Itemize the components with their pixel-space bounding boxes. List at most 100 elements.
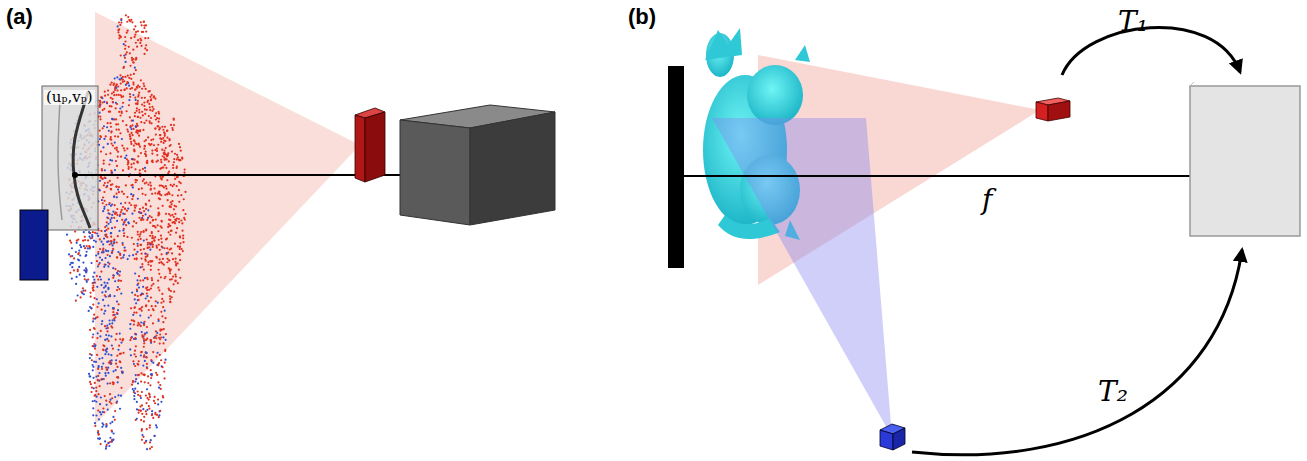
cloud-point xyxy=(156,150,158,152)
cloud-point xyxy=(178,143,180,145)
cloud-point xyxy=(75,251,77,253)
cloud-point xyxy=(99,135,101,137)
cloud-point xyxy=(147,100,149,102)
cloud-point xyxy=(97,379,99,381)
cloud-point xyxy=(92,289,94,291)
cloud-point xyxy=(130,141,132,143)
cloud-point xyxy=(101,169,103,171)
cloud-point xyxy=(140,39,142,41)
cloud-point xyxy=(141,263,143,265)
cloud-point xyxy=(103,200,105,202)
cloud-point xyxy=(100,378,102,380)
cloud-point xyxy=(140,381,142,383)
cloud-point xyxy=(106,221,108,223)
cloud-point xyxy=(97,430,99,432)
cloud-point xyxy=(106,126,108,128)
cloud-point xyxy=(117,376,119,378)
cloud-point xyxy=(121,339,123,341)
cloud-point xyxy=(113,295,115,297)
cloud-point xyxy=(77,239,79,241)
cloud-point xyxy=(152,108,154,110)
cloud-point xyxy=(145,155,147,157)
cloud-point xyxy=(126,87,128,89)
cloud-point xyxy=(101,199,103,201)
cloud-point xyxy=(98,418,100,420)
cloud-point xyxy=(110,136,112,138)
cloud-point xyxy=(141,111,143,113)
cloud-point xyxy=(102,127,104,129)
cloud-point xyxy=(137,364,139,366)
cloud-point xyxy=(97,409,99,411)
cloud-point xyxy=(154,435,156,437)
cloud-point xyxy=(116,400,118,402)
cloud-point xyxy=(133,320,135,322)
cloud-point xyxy=(99,437,101,439)
cloud-point xyxy=(110,232,112,234)
cloud-point xyxy=(117,273,119,275)
cloud-point xyxy=(147,217,149,219)
cloud-point xyxy=(113,275,115,277)
cloud-point xyxy=(122,206,124,208)
cloud-point xyxy=(164,152,166,154)
cloud-point xyxy=(139,395,141,397)
cloud-point xyxy=(135,125,137,127)
cloud-point xyxy=(178,221,180,223)
cloud-point xyxy=(151,414,153,416)
cloud-point xyxy=(157,125,159,127)
cloud-point xyxy=(157,280,159,282)
cloud-point xyxy=(107,265,109,267)
cloud-point xyxy=(181,230,183,232)
cloud-point xyxy=(127,131,129,133)
cloud-point xyxy=(109,401,111,403)
cloud-point xyxy=(164,140,166,142)
cloud-point xyxy=(118,230,120,232)
cloud-point xyxy=(141,413,143,415)
cloud-point xyxy=(110,363,112,365)
cloud-point xyxy=(92,303,94,305)
cloud-point xyxy=(160,234,162,236)
cloud-point xyxy=(87,247,89,249)
cloud-point xyxy=(152,417,154,419)
cloud-point xyxy=(93,272,95,274)
cloud-point xyxy=(123,250,125,252)
cloud-point xyxy=(105,284,107,286)
transform-label: T₂ xyxy=(1098,378,1128,406)
cloud-point xyxy=(150,117,152,119)
cloud-point xyxy=(74,230,76,232)
cloud-point xyxy=(120,156,122,158)
cloud-point xyxy=(98,105,100,107)
cloud-point xyxy=(171,278,173,280)
cloud-point xyxy=(152,161,154,163)
cloud-point xyxy=(68,253,70,255)
cloud-point xyxy=(99,180,101,182)
cloud-point xyxy=(115,87,117,89)
cloud-point xyxy=(179,248,181,250)
cloud-point xyxy=(82,240,84,242)
cloud-point xyxy=(85,267,87,269)
cloud-point xyxy=(137,39,139,41)
cloud-point xyxy=(132,128,134,130)
cloud-point xyxy=(149,96,151,98)
cloud-point xyxy=(141,293,143,295)
cloud-point xyxy=(156,374,158,376)
cloud-point xyxy=(158,387,160,389)
cloud-point xyxy=(135,42,137,44)
cloud-point xyxy=(104,294,106,296)
cloud-point xyxy=(120,21,122,23)
cloud-point xyxy=(118,111,120,113)
cloud-point xyxy=(166,130,168,132)
cloud-point xyxy=(94,347,96,349)
cloud-point xyxy=(103,282,105,284)
cloud-point xyxy=(126,128,128,130)
cloud-point xyxy=(125,184,127,186)
cloud-point xyxy=(98,358,100,360)
cloud-point xyxy=(151,260,153,262)
cloud-point xyxy=(136,86,138,88)
cloud-point xyxy=(159,184,161,186)
focal-length-label: f xyxy=(982,186,992,214)
cloud-point xyxy=(177,156,179,158)
cloud-point xyxy=(119,408,121,410)
cloud-point xyxy=(133,62,135,64)
cloud-point xyxy=(142,279,144,281)
cloud-point xyxy=(95,241,97,243)
